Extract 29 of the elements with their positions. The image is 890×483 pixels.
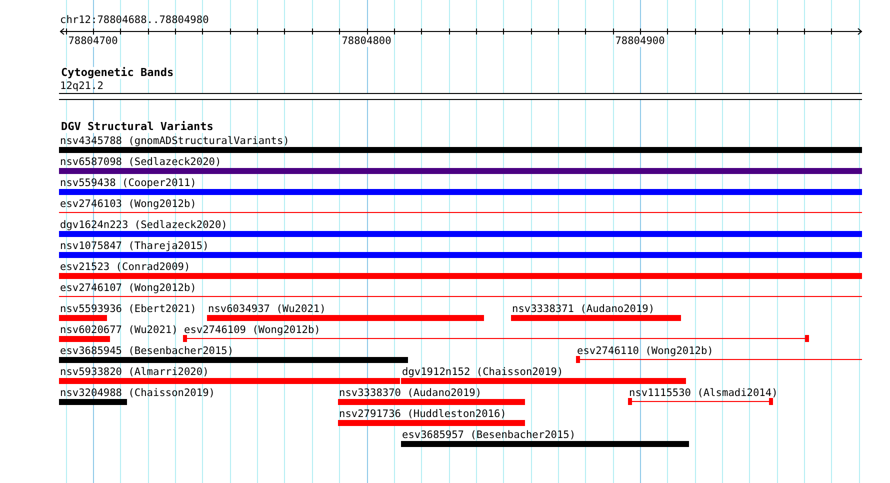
ruler-tick-label: 78804800 — [340, 35, 392, 47]
variant-label: nsv1115530 (Alsmadi2014) — [629, 387, 778, 399]
variant-label: nsv3338371 (Audano2019) — [512, 303, 655, 315]
variant-label: esv2746107 (Wong2012b) — [60, 282, 196, 294]
variant-label: esv3685945 (Besenbacher2015) — [60, 345, 234, 357]
band-label: 12q21.2 — [60, 80, 104, 92]
variant-label: nsv559438 (Cooper2011) — [60, 177, 196, 189]
variant-label: esv2746110 (Wong2012b) — [577, 345, 714, 357]
locus-title: chr12:78804688..78804980 — [60, 14, 209, 26]
variant-label: nsv6587098 (Sedlazeck2020) — [60, 156, 222, 168]
variant-label: dgv1624n223 (Sedlazeck2020) — [60, 219, 228, 231]
track-heading: DGV Structural Variants — [60, 121, 214, 133]
variant-label: dgv1912n152 (Chaisson2019) — [402, 366, 564, 378]
ruler-tick-label: 78804900 — [614, 35, 666, 47]
variant-label: nsv1075847 (Thareja2015) — [60, 240, 209, 252]
variant-label: esv2746109 (Wong2012b) — [184, 324, 320, 336]
variant-label: esv2746103 (Wong2012b) — [60, 198, 196, 210]
variant-label: nsv3204988 (Chaisson2019) — [60, 387, 215, 399]
variant-label: nsv2791736 (Huddleston2016) — [339, 408, 506, 420]
variant-label: nsv6020677 (Wu2021) — [60, 324, 178, 336]
track-heading: Cytogenetic Bands — [60, 67, 175, 79]
ruler-tick-label: 78804700 — [67, 35, 119, 47]
variant-label: nsv6034937 (Wu2021) — [208, 303, 326, 315]
variant-label: nsv5933820 (Almarri2020) — [60, 366, 209, 378]
variant-label: esv3685957 (Besenbacher2015) — [402, 429, 576, 441]
variant-label: nsv3338370 (Audano2019) — [339, 387, 482, 399]
variant-label: nsv5593936 (Ebert2021) — [60, 303, 196, 315]
variant-label: nsv4345788 (gnomADStructuralVariants) — [60, 135, 290, 147]
variant-label: esv21523 (Conrad2009) — [60, 261, 190, 273]
